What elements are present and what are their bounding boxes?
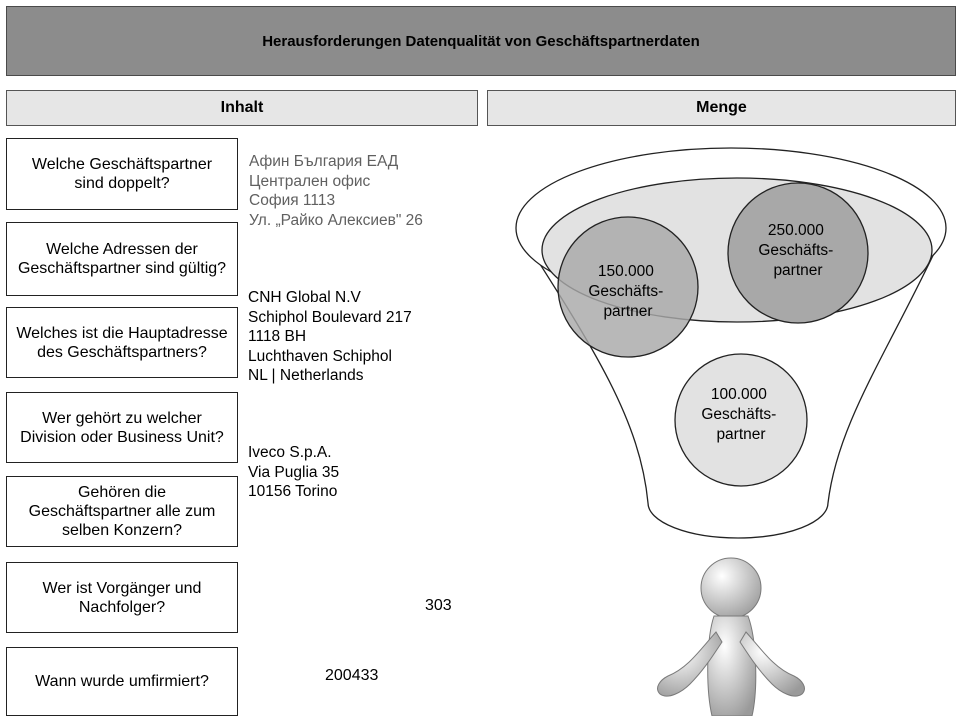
address-cnh: CNH Global N.V Schiphol Boulevard 217 11… xyxy=(248,289,412,384)
circle-line: Geschäfts- xyxy=(701,406,776,423)
circle-line: partner xyxy=(773,262,822,279)
number-303: 303 xyxy=(425,597,452,614)
circle-100000 xyxy=(674,353,808,487)
question-box: Gehören die Geschäftspartner alle zum se… xyxy=(6,476,238,547)
question-text: Welche Adressen der Geschäftspartner sin… xyxy=(17,241,227,277)
question-box: Wer gehört zu welcher Division oder Busi… xyxy=(6,392,238,463)
question-text: Wer gehört zu welcher Division oder Busi… xyxy=(20,409,224,446)
question-box: Welche Geschäftspartner sind doppelt? xyxy=(6,138,238,210)
question-box: Welches ist die Hauptadresse des Geschäf… xyxy=(6,307,238,378)
question-text: Wer ist Vorgänger und Nachfolger? xyxy=(42,579,202,616)
question-text: Welche Geschäftspartner sind doppelt? xyxy=(31,156,213,192)
address-bulgaria: Афин България ЕАД Централен офис София 1… xyxy=(249,153,423,229)
circle-250000 xyxy=(727,182,869,324)
title-text: Herausforderungen Datenqualität von Gesc… xyxy=(262,32,700,50)
circle-line: Geschäfts- xyxy=(588,283,663,300)
question-text: Gehören die Geschäftspartner alle zum se… xyxy=(28,484,216,539)
circle-line: 250.000 xyxy=(768,222,824,239)
question-box: Wann wurde umfirmiert? xyxy=(6,647,238,716)
circle-150000 xyxy=(557,216,699,358)
circle-line: Geschäfts- xyxy=(758,242,833,259)
circle-150000-label: 150.000 Geschäfts- partner xyxy=(588,263,667,320)
question-box: Welche Adressen der Geschäftspartner sin… xyxy=(6,222,238,296)
number-200433: 200433 xyxy=(325,667,379,684)
circle-line: 150.000 xyxy=(598,263,654,280)
header-inhalt: Inhalt xyxy=(6,90,478,126)
header-menge-label: Menge xyxy=(696,99,747,116)
circle-line: 100.000 xyxy=(711,386,767,403)
header-menge: Menge xyxy=(487,90,956,126)
question-text: Welches ist die Hauptadresse des Geschäf… xyxy=(16,324,228,361)
circle-250000-label: 250.000 Geschäfts- partner xyxy=(758,222,837,279)
circle-100000-label: 100.000 Geschäfts- partner xyxy=(701,386,780,443)
quantity-funnel-diagram: 150.000 Geschäfts- partner 250.000 Gesch… xyxy=(515,147,947,716)
circle-line: partner xyxy=(603,303,652,320)
address-iveco: Iveco S.p.A. Via Puglia 35 10156 Torino xyxy=(248,444,340,500)
question-text: Wann wurde umfirmiert? xyxy=(35,673,209,690)
circle-line: partner xyxy=(716,426,765,443)
question-box: Wer ist Vorgänger und Nachfolger? xyxy=(6,562,238,633)
page-title: Herausforderungen Datenqualität von Gesc… xyxy=(6,6,956,76)
header-inhalt-label: Inhalt xyxy=(220,99,264,116)
thinking-person-figure-icon xyxy=(657,557,805,716)
